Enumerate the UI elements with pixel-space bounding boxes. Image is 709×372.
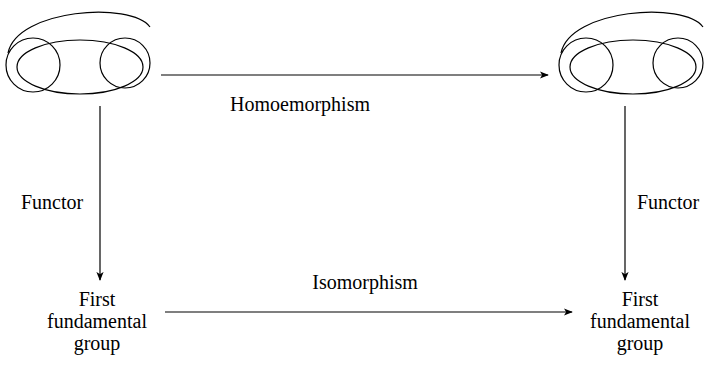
edge-label: Functor [19, 191, 85, 213]
torus-line [6, 38, 60, 92]
arrow-connector [161, 74, 548, 75]
torus-outline [3, 3, 153, 98]
arrow-connector [99, 106, 100, 280]
torus-line [559, 38, 613, 92]
edge-label: Isomorphism [310, 271, 420, 293]
node-text: First fundamental group [37, 288, 157, 354]
torus-line [17, 40, 143, 94]
torus-outline [556, 3, 706, 98]
text-node: First fundamental group [37, 288, 157, 358]
torus-line [570, 40, 696, 94]
node-text: First fundamental group [580, 288, 700, 354]
edge-label: Functor [635, 191, 701, 213]
arrow-connector [624, 106, 625, 280]
torus-line [561, 12, 703, 53]
edge-label: Homoemorphism [228, 93, 372, 115]
arrow-connector [165, 311, 572, 312]
torus-line [8, 12, 150, 53]
text-node: First fundamental group [580, 288, 700, 358]
torus-figure [556, 3, 706, 98]
torus-figure [3, 3, 153, 98]
